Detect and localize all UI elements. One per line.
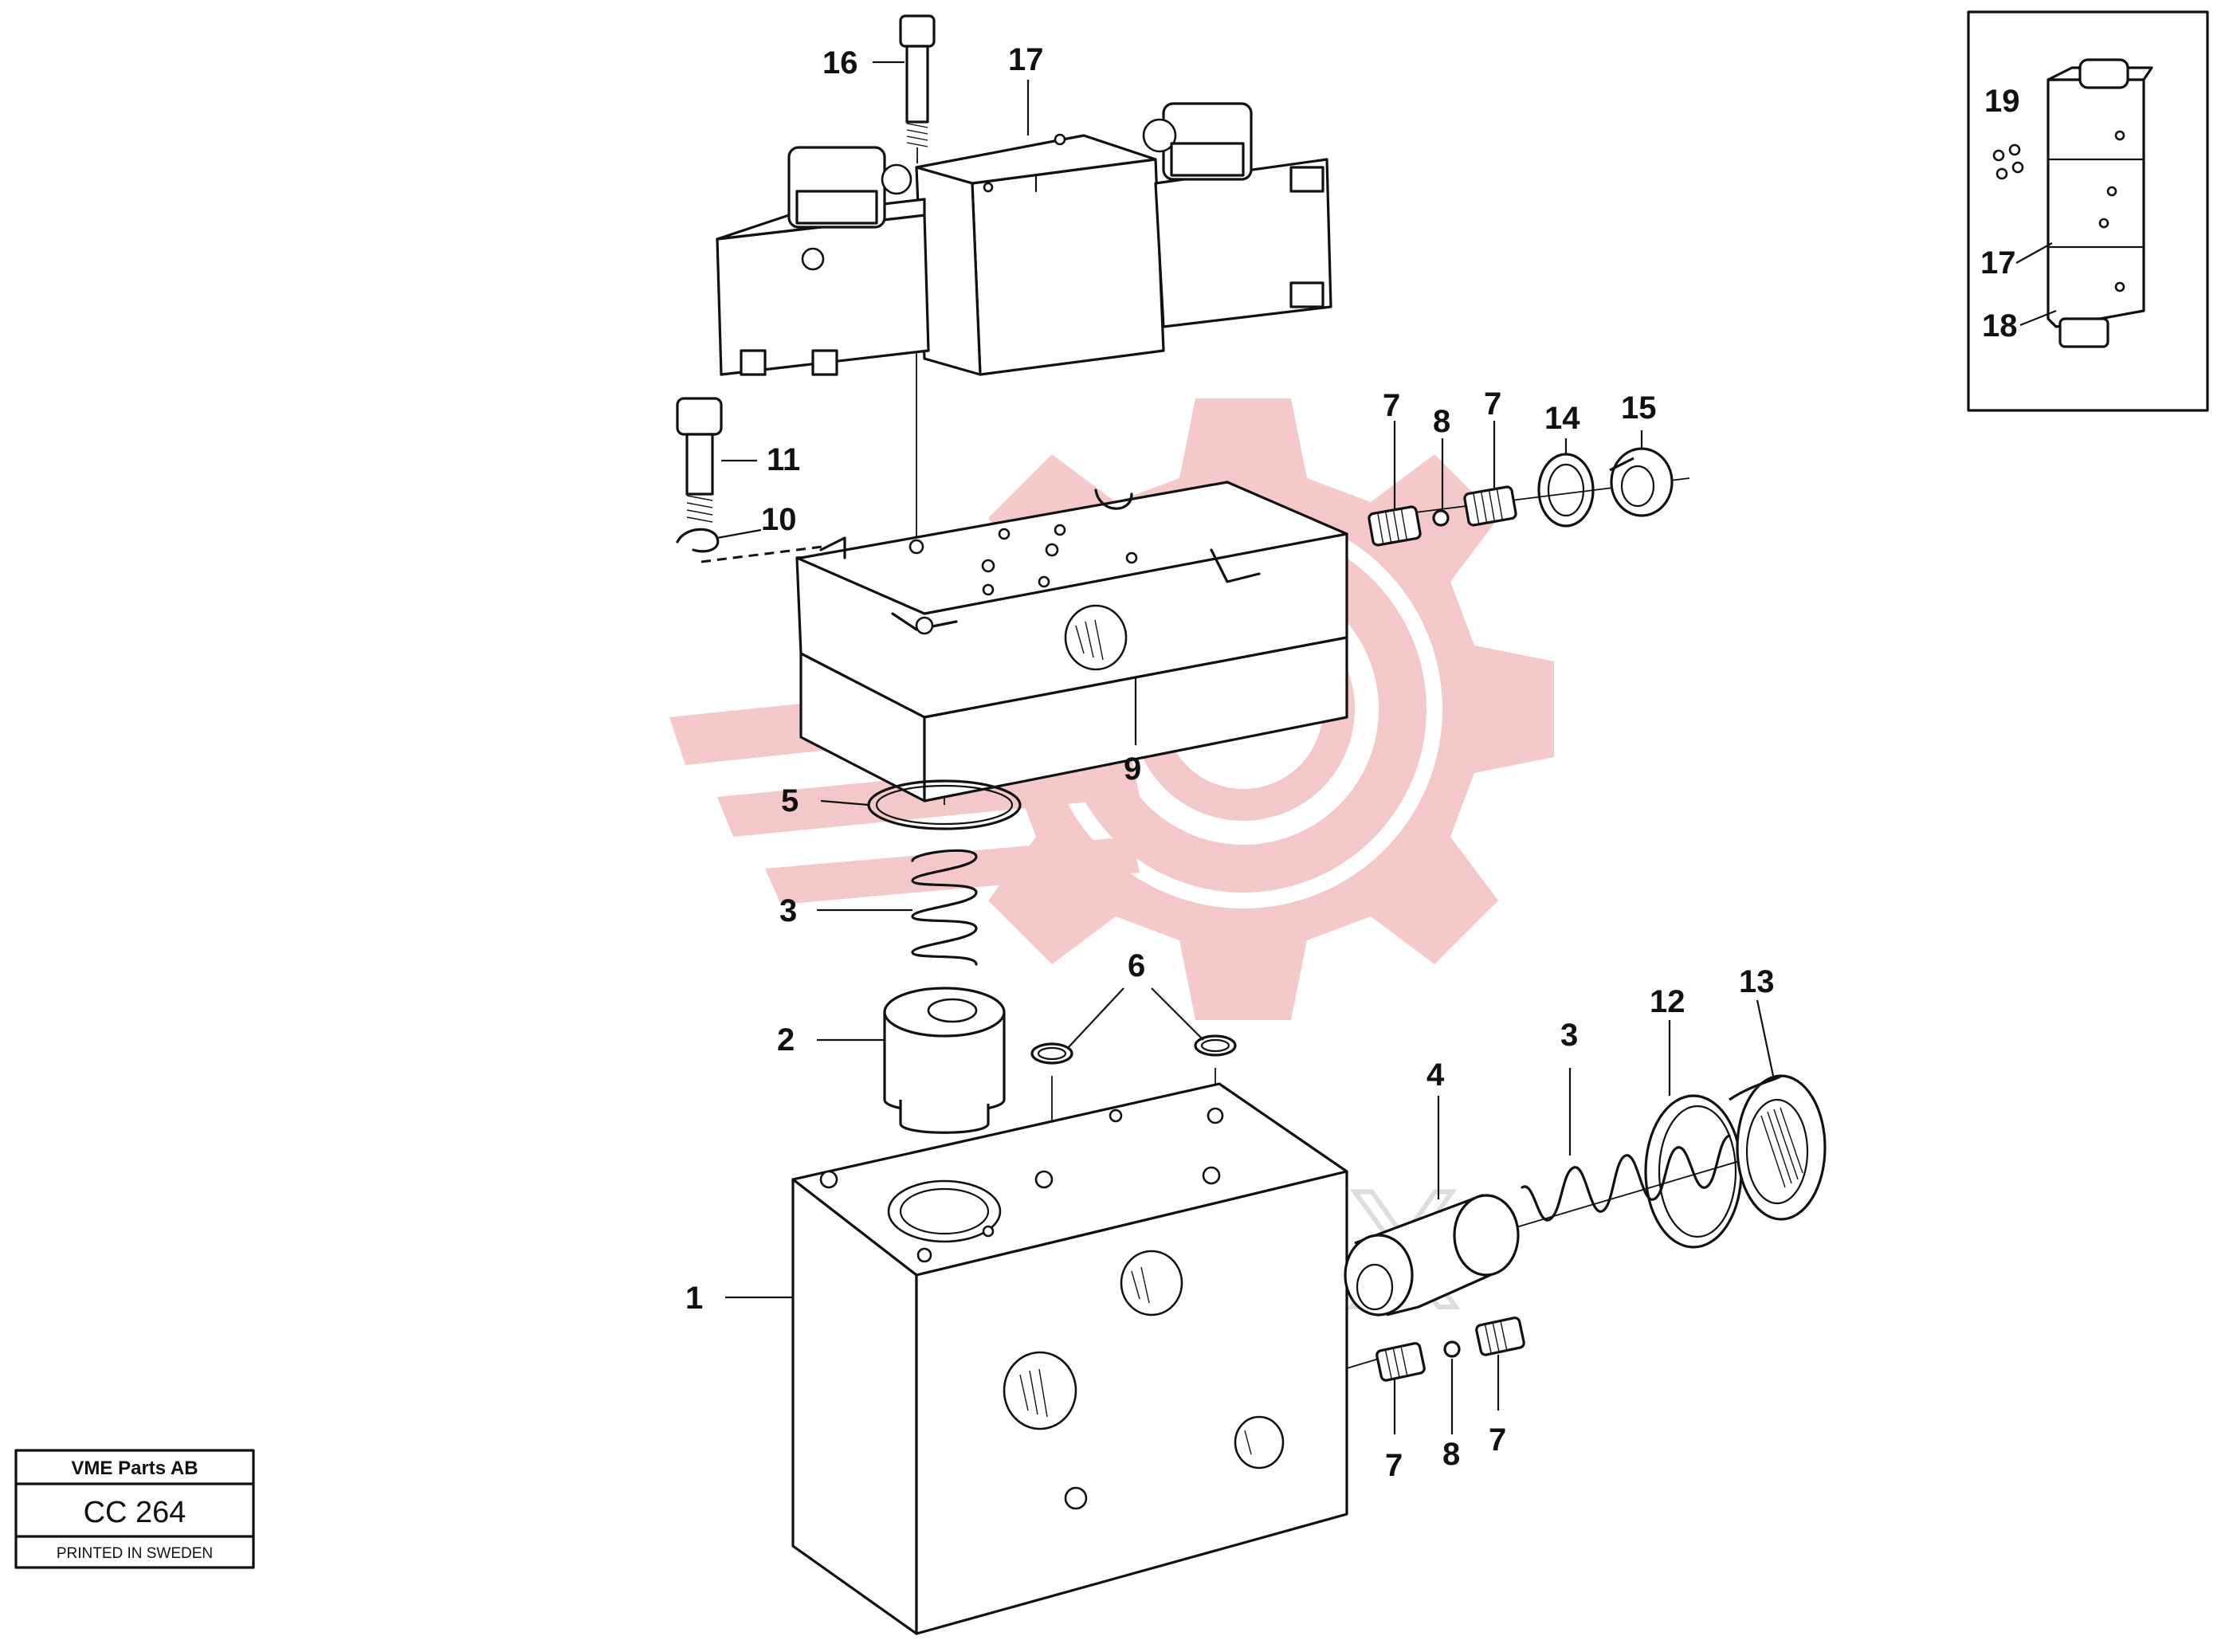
callout-labels: 16 17 11 10 7 8 7 14 15 9 5 3 2 6 1 4 3 … bbox=[685, 42, 2020, 1483]
inset-view bbox=[1967, 10, 2209, 412]
stamp-box: VME Parts AB CC 264 PRINTED IN SWEDEN bbox=[14, 1449, 255, 1569]
callout-11: 11 bbox=[767, 442, 800, 477]
spring-3-horizontal bbox=[1521, 1134, 1731, 1222]
upper-plugs-group bbox=[1368, 447, 1674, 547]
callout-16: 16 bbox=[822, 45, 858, 80]
callout-5: 5 bbox=[781, 783, 799, 818]
callout-14: 14 bbox=[1544, 401, 1580, 436]
callout-3-vertical: 3 bbox=[779, 893, 797, 928]
stamp-code: CC 264 bbox=[84, 1496, 186, 1529]
valve-body-1 bbox=[791, 1082, 1348, 1635]
stamp-printed: PRINTED IN SWEDEN bbox=[57, 1545, 213, 1562]
callout-17: 17 bbox=[1008, 42, 1044, 77]
callout-7-lower-right: 7 bbox=[1489, 1422, 1506, 1458]
callout-8-upper: 8 bbox=[1433, 404, 1450, 439]
sub-plate-9 bbox=[795, 481, 1348, 802]
callout-18: 18 bbox=[1982, 308, 2018, 343]
callout-2: 2 bbox=[777, 1022, 795, 1058]
callout-13: 13 bbox=[1739, 964, 1775, 999]
solenoid-valve bbox=[716, 102, 1332, 376]
callout-7-lower-left: 7 bbox=[1385, 1448, 1403, 1483]
callout-6: 6 bbox=[1128, 948, 1145, 983]
inset-screws-19 bbox=[1992, 143, 2024, 180]
clip-10 bbox=[676, 528, 830, 563]
sleeve-2 bbox=[883, 987, 1006, 1134]
callout-1: 1 bbox=[685, 1281, 703, 1316]
spring-3-vertical bbox=[911, 849, 978, 966]
callout-12: 12 bbox=[1650, 984, 1685, 1019]
stamp-company: VME Parts AB bbox=[71, 1458, 198, 1479]
callout-9: 9 bbox=[1124, 751, 1141, 787]
callout-17-inset: 17 bbox=[1980, 245, 2016, 281]
plug-13 bbox=[1729, 1074, 1827, 1221]
piston-4 bbox=[1344, 1194, 1520, 1316]
o-rings-6 bbox=[1030, 1034, 1237, 1065]
callout-15: 15 bbox=[1621, 390, 1657, 426]
callout-3-horizontal: 3 bbox=[1560, 1018, 1578, 1053]
callout-7-upper-right: 7 bbox=[1484, 387, 1501, 422]
callout-8-lower: 8 bbox=[1442, 1437, 1460, 1472]
leader-lines bbox=[716, 61, 1775, 1434]
lower-plugs-group bbox=[1375, 1316, 1525, 1382]
callout-10: 10 bbox=[761, 502, 797, 537]
screw-11 bbox=[676, 397, 723, 523]
screw-16 bbox=[899, 14, 936, 163]
callout-19: 19 bbox=[1984, 84, 2020, 119]
callout-7-upper-left: 7 bbox=[1383, 388, 1400, 423]
callout-4: 4 bbox=[1426, 1058, 1445, 1093]
